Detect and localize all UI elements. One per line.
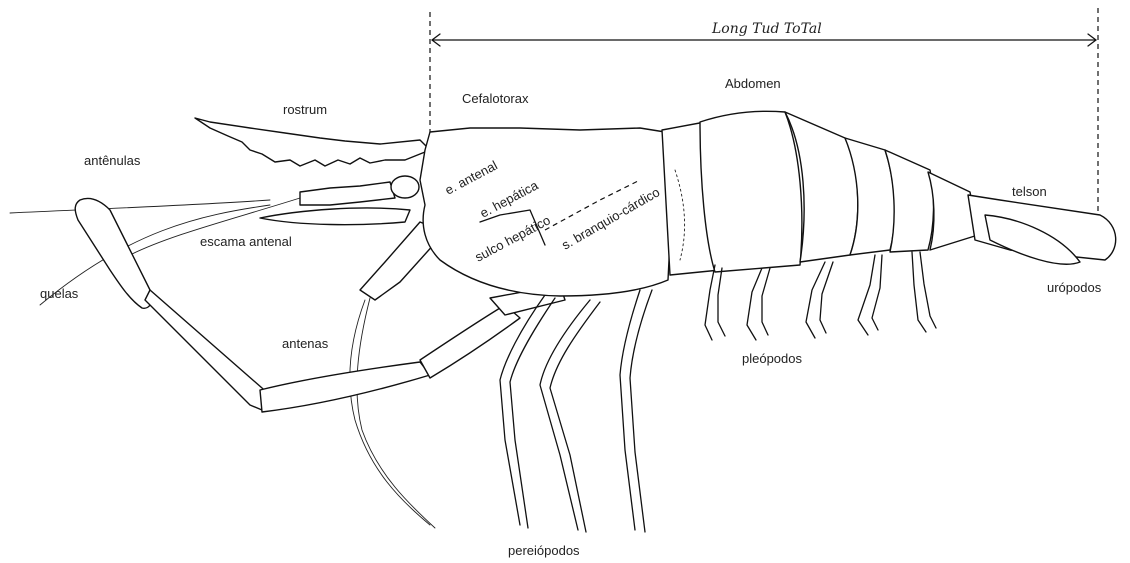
label-cephalothorax: Cefalotorax <box>462 91 529 106</box>
label-antennal-scale: escama antenal <box>200 234 292 249</box>
label-antennae: antenas <box>282 336 329 351</box>
label-chelae: quelas <box>40 286 79 301</box>
label-rostrum: rostrum <box>283 102 327 117</box>
label-abdomen: Abdomen <box>725 76 781 91</box>
abdomen-segments <box>662 111 978 275</box>
antennal-scale-shape <box>260 208 410 225</box>
label-uropods: urópodos <box>1047 280 1102 295</box>
rostrum-shape <box>195 118 430 166</box>
label-pereiopods: pereiópodos <box>508 543 580 558</box>
label-pleopods: pleópodos <box>742 351 802 366</box>
label-antennules: antênulas <box>84 153 141 168</box>
tail-fan <box>968 195 1116 264</box>
label-telson: telson <box>1012 184 1047 199</box>
pereiopods-legs <box>500 290 652 532</box>
eye-and-peduncle <box>300 176 419 205</box>
label-total-length: Long Tud ToTal <box>711 21 822 37</box>
